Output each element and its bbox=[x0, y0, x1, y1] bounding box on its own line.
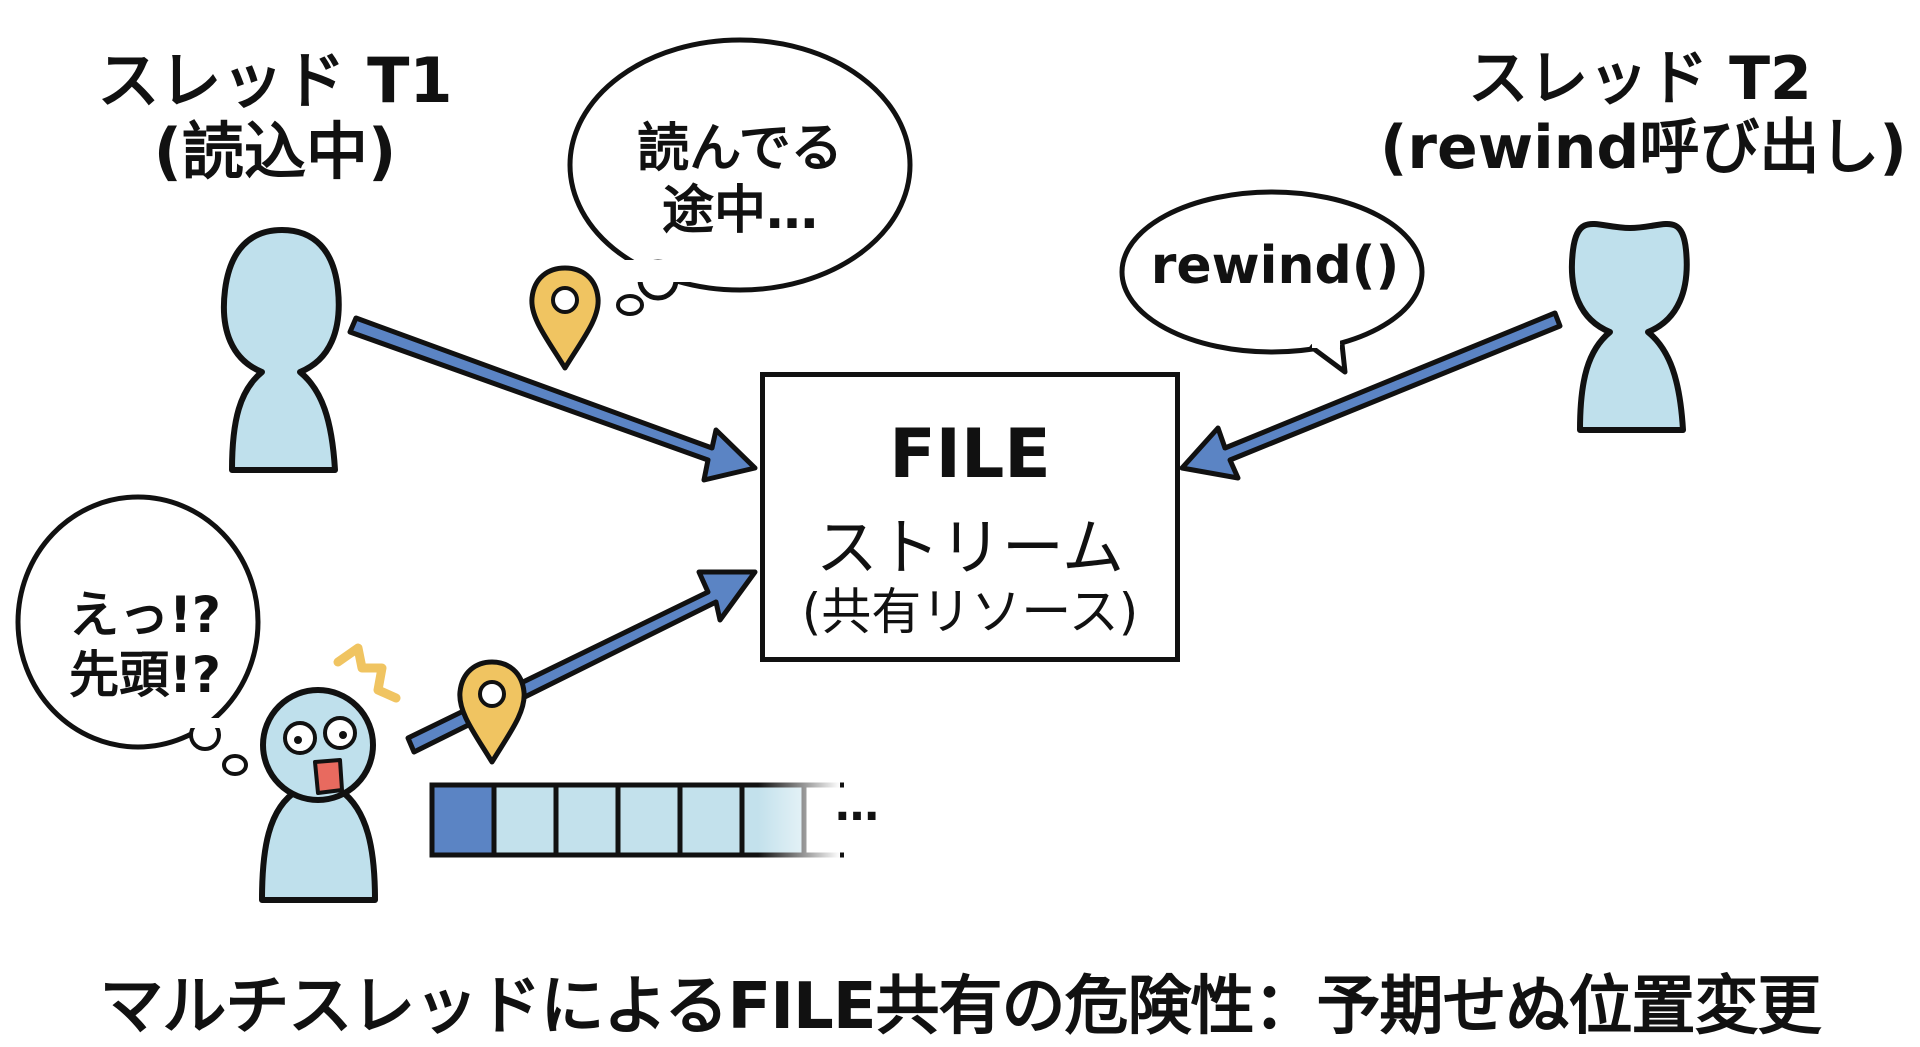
thought-text-t1: 読んでる 途中… bbox=[605, 118, 875, 243]
person-t1-icon bbox=[220, 227, 342, 473]
surprise-mark-icon bbox=[333, 643, 401, 703]
thread-t2-name: スレッド T2 bbox=[1468, 44, 1812, 114]
file-stream-box: FILE ストリーム (共有リソース) bbox=[760, 372, 1180, 662]
thread-t1-label: スレッド T1 (読込中) bbox=[80, 45, 470, 188]
thought-bubble-surprised bbox=[15, 494, 261, 776]
position-pin-icon-2 bbox=[457, 659, 527, 765]
thread-t2-label: スレッド T2 (rewind呼び出し) bbox=[1380, 44, 1907, 183]
arrow-t1-to-file bbox=[347, 315, 758, 483]
thought-line: えっ!? bbox=[69, 586, 221, 644]
speech-text-t2: rewind() bbox=[1150, 236, 1400, 296]
file-stream-title: FILE bbox=[889, 415, 1051, 494]
surprised-person-icon bbox=[259, 687, 378, 903]
person-t2-icon bbox=[1568, 221, 1690, 433]
buffer-continuation: … bbox=[835, 780, 883, 831]
thread-t2-state: (rewind呼び出し) bbox=[1380, 113, 1907, 183]
thought-bubble-t1 bbox=[567, 37, 913, 316]
speech-bubble-t2 bbox=[1119, 189, 1425, 375]
thought-line: 途中… bbox=[661, 181, 818, 242]
thread-t1-state: (読込中) bbox=[153, 115, 397, 189]
diagram-title: マルチスレッドによるFILE共有の危険性：予期せぬ位置変更 bbox=[99, 970, 1821, 1044]
file-stream-subtitle: ストリーム bbox=[815, 511, 1125, 584]
position-pin-icon-1 bbox=[529, 265, 601, 371]
thought-line: 読んでる bbox=[637, 119, 843, 179]
arrow-t1-reset-to-file bbox=[405, 569, 758, 755]
surprised-thought-text: えっ!? 先頭!? bbox=[30, 585, 260, 705]
thread-t1-name: スレッド T1 bbox=[97, 44, 453, 117]
file-stream-note: (共有リソース) bbox=[801, 583, 1139, 641]
arrow-t2-to-file bbox=[1179, 310, 1563, 481]
thought-line: 先頭!? bbox=[69, 646, 221, 704]
